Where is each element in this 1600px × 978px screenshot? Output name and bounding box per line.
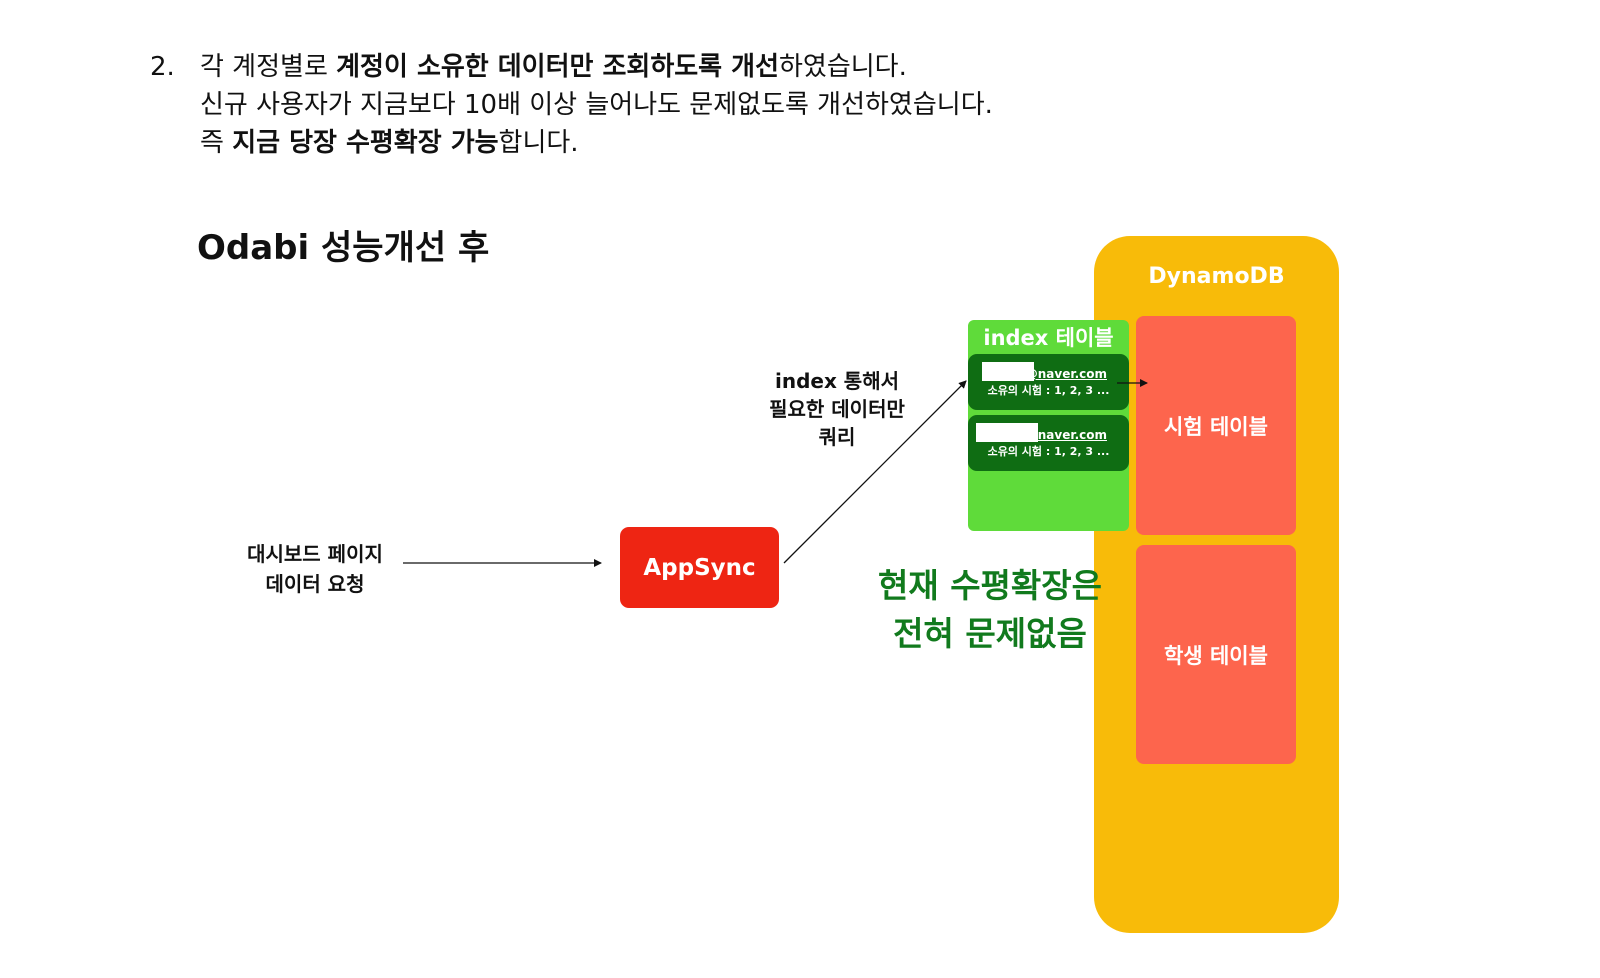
- query-label: index 통해서 필요한 데이터만 쿼리: [752, 367, 922, 451]
- dashboard-request-line-1: 대시보드 페이지: [247, 542, 383, 566]
- index-table-label: index 테이블: [983, 326, 1114, 350]
- record-email: @naver.com: [1025, 367, 1107, 381]
- intro-line-3-text: 즉: [200, 128, 233, 158]
- intro-line-3-bold: 지금 당장 수평확장 가능: [232, 128, 499, 158]
- record-owned-exams: 소유의 시험 : 1, 2, 3 ...: [987, 445, 1110, 458]
- query-arrow: [783, 380, 967, 564]
- appsync-label: AppSync: [643, 554, 756, 581]
- appsync-node: AppSync: [620, 527, 779, 608]
- intro-line-1-end: 하였습니다.: [779, 52, 907, 82]
- redacted-block: [982, 362, 1034, 381]
- scale-note-line-1: 현재 수평확장은: [877, 566, 1102, 605]
- intro-line-2: 신규 사용자가 지금보다 10배 이상 늘어나도 문제없도록 개선하였습니다.: [200, 90, 993, 120]
- query-label-line-2: 필요한 데이터만: [769, 397, 905, 421]
- intro-paragraph: 2. 각 계정별로 계정이 소유한 데이터만 조회하도록 개선하였습니다. 신규…: [150, 48, 993, 162]
- dashboard-request-line-2: 데이터 요청: [265, 572, 365, 596]
- intro-line-1-bold: 계정이 소유한 데이터만 조회하도록 개선: [336, 52, 779, 82]
- intro-line-1-text: 각 계정별로: [200, 52, 337, 82]
- scale-note: 현재 수평확장은 전혀 문제없음: [850, 562, 1130, 658]
- exam-table: 시험 테이블: [1136, 316, 1296, 535]
- dashboard-request-label: 대시보드 페이지 데이터 요청: [230, 539, 400, 599]
- list-number: 2.: [150, 52, 175, 82]
- intro-line-1: 각 계정별로 계정이 소유한 데이터만 조회하도록 개선하였습니다.: [200, 48, 993, 86]
- diagram-title: Odabi 성능개선 후: [197, 228, 490, 268]
- student-table: 학생 테이블: [1136, 545, 1296, 764]
- exam-table-label: 시험 테이블: [1164, 414, 1268, 439]
- query-label-line-1: index 통해서: [774, 369, 900, 393]
- student-table-label: 학생 테이블: [1164, 643, 1268, 668]
- scale-note-line-2: 전혀 문제없음: [893, 614, 1087, 653]
- index-record: @naver.com 소유의 시험 : 1, 2, 3 ...: [968, 354, 1129, 410]
- dynamodb-label: DynamoDB: [1148, 264, 1285, 289]
- record-owned-exams: 소유의 시험 : 1, 2, 3 ...: [987, 384, 1110, 397]
- index-record: @naver.com 소유의 시험 : 1, 2, 3 ...: [968, 415, 1129, 471]
- record-email: @naver.com: [1025, 428, 1107, 442]
- query-label-line-3: 쿼리: [818, 425, 856, 449]
- intro-line-3: 즉 지금 당장 수평확장 가능합니다.: [200, 124, 993, 162]
- redacted-block: [976, 423, 1038, 442]
- intro-line-3-end: 합니다.: [498, 128, 579, 158]
